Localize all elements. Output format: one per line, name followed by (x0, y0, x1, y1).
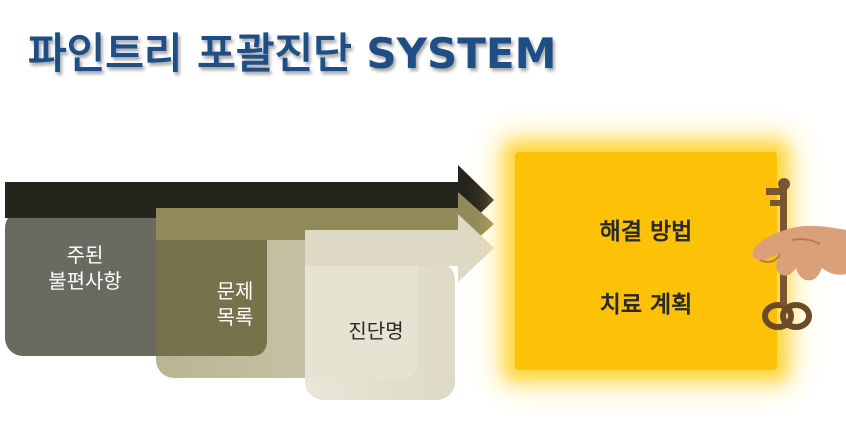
stage2-label-line: 문제 (216, 279, 254, 303)
stage3-label: 진단명 (336, 318, 416, 344)
stage1-label: 주된 불편사항 (30, 242, 140, 294)
stage2-label-line: 목록 (216, 305, 254, 329)
stage3-panel-inner (305, 262, 418, 378)
stage2-panel-dark (156, 236, 267, 356)
stage3-arrow (305, 214, 494, 282)
solution-label: 해결 방법 (599, 219, 693, 245)
stage2-label: 문제 목록 (200, 278, 270, 330)
stage1-label-line: 불편사항 (48, 269, 122, 293)
solution-label: 치료 계획 (599, 292, 693, 318)
stage1-label-line: 주된 (66, 243, 104, 267)
stage3-label-line: 진단명 (348, 319, 404, 343)
hand-holding-key-icon (752, 178, 846, 330)
result-box (515, 152, 777, 370)
page-title: 파인트리 포괄진단 SYSTEM (28, 29, 557, 78)
